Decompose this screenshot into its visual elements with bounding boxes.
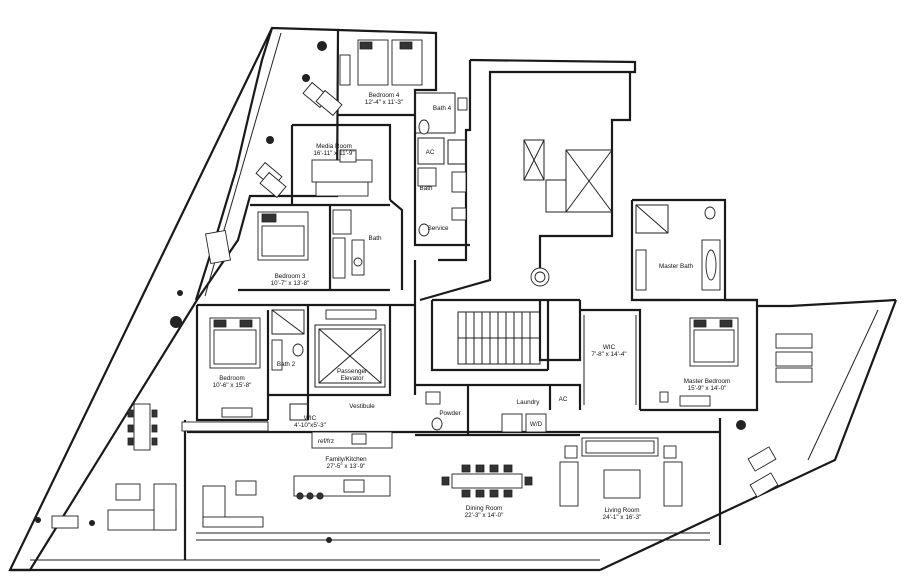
powder-label: Powder [439,410,460,417]
laundry: Laundry W/D [501,399,547,433]
ac-1-label: AC [426,149,435,156]
media-room-label: Media Room [316,143,352,150]
vestibule-label: Vestibule [349,403,375,410]
bedroom-3: Bedroom 3 10'-7" x 13'-8" [257,211,310,287]
bath-3: Bath [332,209,382,279]
ref-label: ref/frz [318,438,334,445]
media-room: Media Room 16'-11" x 11'-9" [311,143,373,197]
terrace-furniture [51,81,813,531]
media-room-dims: 16'-11" x 11'-9" [313,150,354,157]
ac-1: AC [417,137,445,165]
dining-room-label: Dining Room [466,505,502,512]
bath-small-label: Bath [420,185,433,192]
service-label: Service [428,225,449,232]
service: Service [418,207,467,237]
elevator-label: Passenger [337,368,367,375]
bedroom-dims: 10'-6" x 15'-8" [213,382,252,389]
master-bath-label: Master Bath [659,263,693,270]
master-wic: WIC 7'-8" x 14'-4" [583,315,637,405]
master-bedroom-label: Master Bedroom [684,378,731,385]
wic-label: WIC [304,415,317,422]
bedroom: Bedroom 10'-6" x 15'-8" [209,317,261,418]
bedroom-3-label: Bedroom 3 [275,273,306,280]
wd-label: W/D [530,421,543,428]
bedroom-4-dims: 12'-4" x 11'-3" [365,99,403,106]
kitchen-dims: 27'-5" x 13'-9" [327,463,366,470]
bath-4: Bath 4 [414,92,468,135]
master-wic-label: WIC [603,344,616,351]
bedroom-label: Bedroom [219,375,245,382]
plants [35,41,746,543]
wic-dims: 4'-10"x5'-3" [294,422,326,429]
powder: Powder [425,391,461,431]
wic: WIC 4'-10"x5'-3" [289,403,326,429]
laundry-label: Laundry [517,399,541,406]
bath-2: Bath 2 [271,309,305,371]
bath-4-label: Bath 4 [433,105,452,112]
living-room-dims: 24'-1" x 16'-3" [603,514,642,521]
master-bedroom-dims: 15'-9" x 14'-0" [688,385,727,392]
bedroom-4: Bedroom 4 12'-4" x 11'-3" [339,39,423,106]
living-room: Living Room 24'-1" x 16'-3" [559,437,683,521]
passenger-elevator: Passenger Elevator [314,309,386,388]
dining-room-dims: 22'-3" x 14'-0" [465,512,504,519]
master-bath: Master Bath [635,204,721,291]
terrace-outline [8,26,898,572]
master-wic-dims: 7'-8" x 14'-4" [591,351,626,358]
kitchen-label: Family/Kitchen [325,456,367,463]
elevator-label-2: Elevator [340,375,363,382]
stair [457,311,541,365]
bath-3-label: Bath [369,235,382,242]
ac-2: AC [559,396,568,403]
ac-2-label: AC [559,396,568,403]
bedroom-4-label: Bedroom 4 [369,92,400,99]
kitchen: ref/frz Family/Kitchen 27'-5" x 13'-9" [181,421,393,528]
living-room-label: Living Room [605,507,640,514]
bedroom-3-dims: 10'-7" x 13'-8" [271,280,310,287]
dining-room: Dining Room 22'-3" x 14'-0" [441,464,533,519]
bath-2-label: Bath 2 [277,361,296,368]
master-bedroom: Master Bedroom 15'-9" x 14'-0" [659,317,739,407]
bath-small: Bath [417,139,467,193]
elevator-core [523,139,613,287]
vestibule: Vestibule [349,403,375,410]
